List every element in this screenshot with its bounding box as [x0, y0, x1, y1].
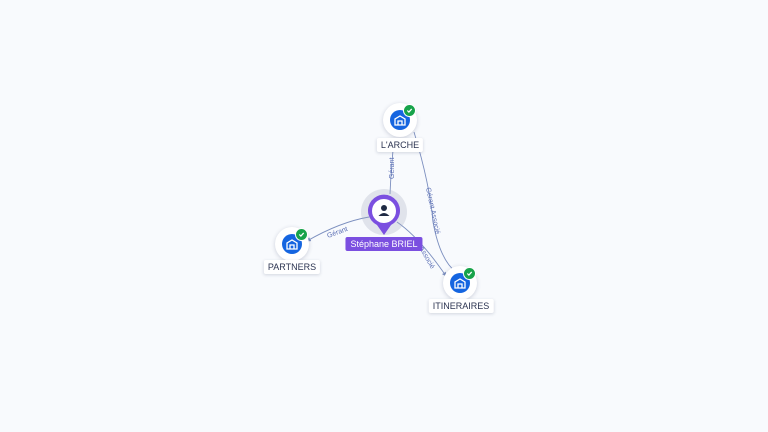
- check-icon: [403, 104, 416, 117]
- node-label-partners[interactable]: PARTNERS: [263, 260, 321, 274]
- node-label-itineraires[interactable]: ITINERAIRES: [428, 299, 494, 313]
- node-label-larche[interactable]: L'ARCHE: [376, 138, 424, 152]
- check-icon: [463, 267, 476, 280]
- edge-larche-itineraires: [413, 131, 457, 273]
- edge-person-partners: [306, 216, 370, 242]
- person-icon: [381, 205, 387, 211]
- check-icon: [295, 228, 308, 241]
- edge-label-person-larche: Gérant: [389, 158, 396, 179]
- company-disc: [275, 227, 309, 261]
- person-pin-icon: [368, 194, 400, 235]
- edge-label-larche-itineraires: Gérant Associé: [424, 187, 441, 235]
- node-label-person[interactable]: Stéphane BRIEL: [345, 237, 423, 251]
